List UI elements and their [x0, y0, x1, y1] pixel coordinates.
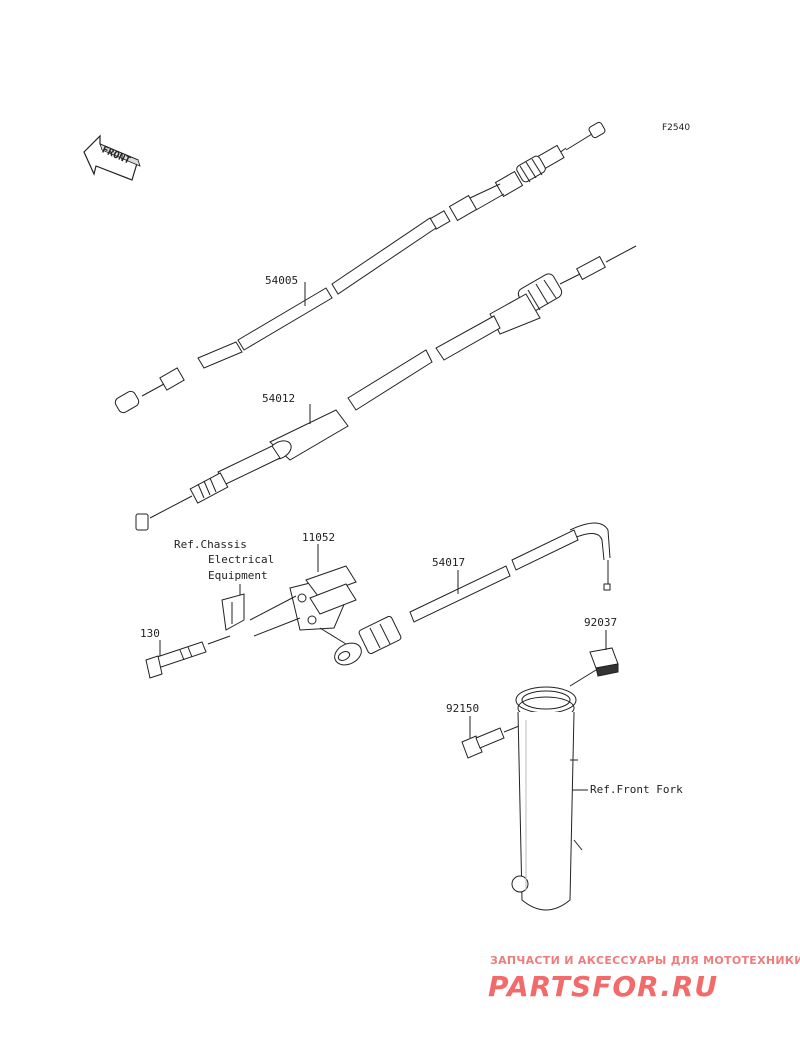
cable-54017: [319, 522, 611, 666]
bracket-clip: [221, 593, 245, 631]
ref-chassis-label-2: Electrical: [208, 553, 274, 566]
cable-54012-adjuster: [189, 472, 229, 504]
bolt-92150: [461, 723, 525, 759]
label-54012: 54012: [262, 392, 295, 405]
cable-54005-boot: [494, 144, 565, 198]
cable-54012-boot: [489, 273, 563, 335]
cable-54005: [114, 121, 606, 414]
label-54017: 54017: [432, 556, 465, 569]
front-fork-tube: [511, 686, 583, 911]
label-92037: 92037: [584, 616, 617, 629]
watermark-tagline: ЗАПЧАСТИ И АКСЕССУАРЫ ДЛЯ МОТОТЕХНИКИ: [490, 954, 800, 967]
label-130: 130: [140, 627, 160, 640]
bracket-11052: [249, 565, 357, 637]
front-arrow-icon: FRONT: [83, 134, 141, 181]
watermark-logo: PARTSFOR.RU: [488, 970, 718, 1003]
label-11052: 11052: [302, 531, 335, 544]
label-92150: 92150: [446, 702, 479, 715]
cable-54012: [135, 245, 637, 531]
cable-54017-end: [334, 615, 402, 666]
ref-front-fork-label: Ref.Front Fork: [590, 783, 683, 796]
ref-chassis-label-3: Equipment: [208, 569, 268, 582]
ref-chassis-label-1: Ref.Chassis: [174, 538, 247, 551]
bolt-130: [145, 635, 231, 679]
figure-code: F2540: [662, 123, 690, 133]
clamp-92037: [569, 647, 619, 687]
label-54005: 54005: [265, 274, 298, 287]
